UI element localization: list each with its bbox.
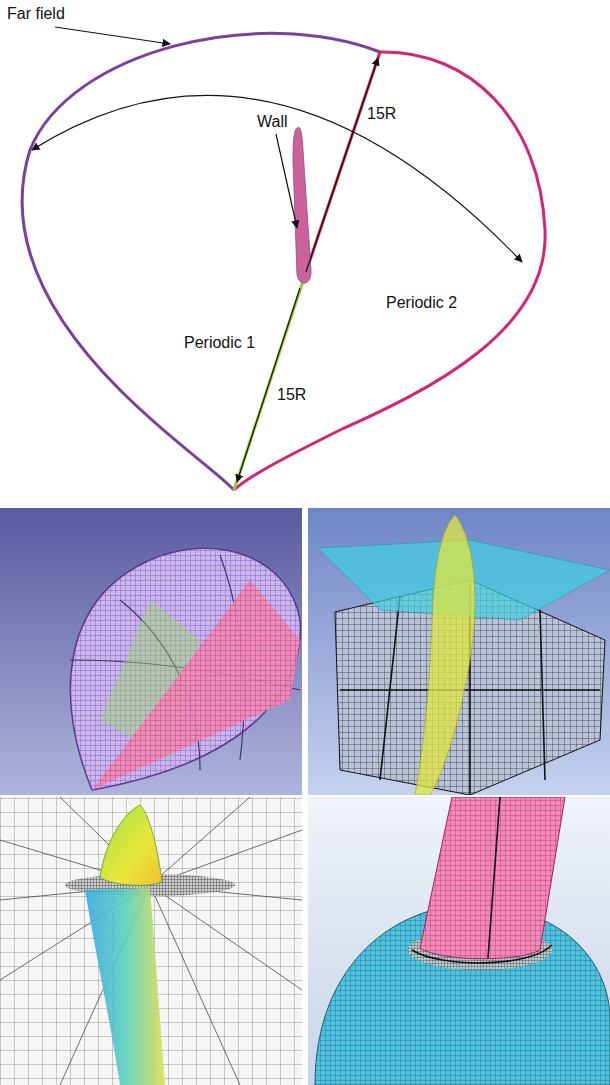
panel-background (0, 797, 302, 1085)
region-label: Periodic 1 (183, 333, 256, 352)
radial-grid (0, 797, 302, 1085)
dimension-label: 15R (366, 104, 397, 123)
periodic-boundary (234, 52, 545, 490)
blade-surface (100, 805, 162, 885)
panel-background (308, 797, 610, 1085)
panel-background (0, 508, 302, 795)
far-field-boundary (22, 33, 380, 490)
dimension-arrow (306, 58, 378, 272)
region-label: Wall (256, 112, 289, 131)
periodic-line (305, 52, 380, 275)
cut-plane-view (308, 508, 610, 795)
domain-schematic (22, 27, 545, 490)
block-edge (412, 797, 552, 963)
domain-mesh-view (0, 508, 302, 795)
far-field-mesh (70, 548, 300, 790)
region-label: Periodic 2 (385, 293, 458, 312)
blade-mesh-view (0, 797, 302, 1085)
leader-arrow (276, 134, 297, 228)
region-label: Far field (6, 4, 66, 23)
dimension-label: 15R (276, 385, 307, 404)
panel-background (308, 508, 610, 795)
blade-plane (415, 515, 475, 795)
hub-mesh-view (308, 797, 610, 1085)
periodic-line (234, 275, 305, 490)
leader-arrow (55, 27, 170, 44)
angle-arrow (32, 95, 522, 262)
cut-plane (85, 888, 165, 1085)
blade-wall (293, 127, 311, 283)
periodic-mesh (92, 580, 300, 790)
blade-mesh (420, 797, 565, 959)
